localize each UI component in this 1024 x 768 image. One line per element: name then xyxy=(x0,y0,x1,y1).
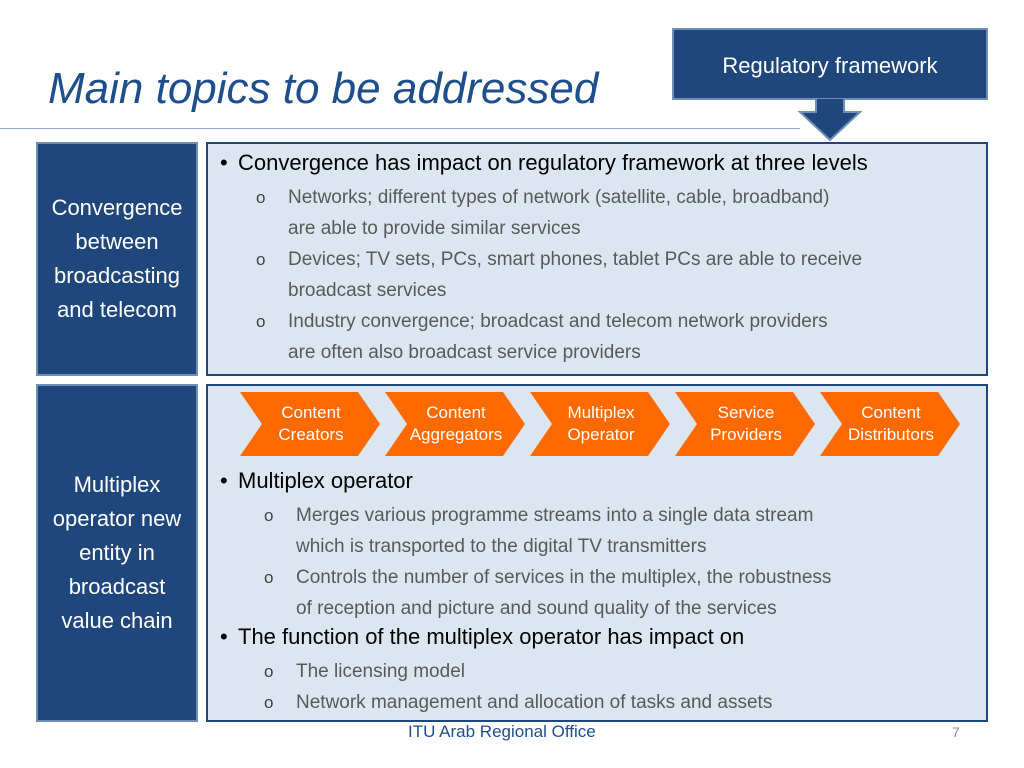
chevron-label-line: Providers xyxy=(710,425,782,444)
chevron-step: Service Providers xyxy=(675,392,815,456)
sub-bullet-marker: o xyxy=(264,693,274,712)
chevron-label-line: Content xyxy=(426,403,486,422)
sub-bullet-item: o Network management and allocation of t… xyxy=(264,687,773,718)
bullet-marker: • xyxy=(220,624,228,649)
chevron-label-line: Multiplex xyxy=(567,403,635,422)
sub-bullet-line: Networks; different types of network (sa… xyxy=(288,187,830,208)
sub-bullet-marker: o xyxy=(264,506,274,525)
convergence-content-panel: • Convergence has impact on regulatory f… xyxy=(206,142,988,376)
sub-bullet-line: of reception and picture and sound quali… xyxy=(296,598,777,619)
chevron-label-line: Service xyxy=(717,403,775,422)
sub-bullet-line: Devices; TV sets, PCs, smart phones, tab… xyxy=(288,249,863,270)
chevron-shape xyxy=(820,392,960,456)
footer-text: ITU Arab Regional Office xyxy=(408,722,596,741)
sub-bullet-marker: o xyxy=(256,188,266,207)
chevron-shape xyxy=(385,392,525,456)
chevron-step: Multiplex Operator xyxy=(530,392,670,456)
chevron-label-line: Aggregators xyxy=(409,425,503,444)
side-label-convergence: Convergence between broadcasting and tel… xyxy=(36,142,198,376)
chevron-label-line: Content xyxy=(861,403,921,422)
sub-bullet-item: o Controls the number of services in the… xyxy=(264,562,832,624)
sub-bullet-marker: o xyxy=(256,250,266,269)
value-chain-flow: Content Creators Content Aggregators Mul… xyxy=(240,392,960,456)
sub-bullet-marker: o xyxy=(264,568,274,587)
bullet-marker: • xyxy=(220,150,228,175)
title-divider xyxy=(0,128,800,129)
chevron-shape xyxy=(240,392,380,456)
sub-bullet-item: o Industry convergence; broadcast and te… xyxy=(256,306,828,368)
bullet-marker: • xyxy=(220,468,228,493)
sub-bullet-item: o The licensing model xyxy=(264,656,465,687)
sub-bullet-item: o Networks; different types of network (… xyxy=(256,182,830,244)
side-label-multiplex: Multiplex operator new entity in broadca… xyxy=(36,384,198,722)
sub-bullet-marker: o xyxy=(256,312,266,331)
chevron-label-line: Content xyxy=(281,403,341,422)
chevron-label: Content Aggregators xyxy=(389,402,523,446)
sub-bullet-marker: o xyxy=(264,662,274,681)
sub-bullet-item: o Devices; TV sets, PCs, smart phones, t… xyxy=(256,244,863,306)
chevron-label-line: Creators xyxy=(278,425,344,444)
sub-bullet-line: The licensing model xyxy=(296,661,465,682)
chevron-shape xyxy=(530,392,670,456)
down-arrow-icon xyxy=(798,98,862,142)
chevron-label-line: Distributors xyxy=(848,425,934,444)
side-label-text: Convergence between broadcasting and tel… xyxy=(51,195,183,322)
sub-bullet-item: o Merges various programme streams into … xyxy=(264,500,814,562)
bullet-text: The function of the multiplex operator h… xyxy=(238,624,745,649)
chevron-label: Content Creators xyxy=(244,402,378,446)
sub-bullet-line: Controls the number of services in the m… xyxy=(296,567,832,588)
sub-bullet-line: which is transported to the digital TV t… xyxy=(296,536,707,557)
chevron-label-line: Operator xyxy=(567,425,635,444)
chevron-label: Service Providers xyxy=(679,402,813,446)
bullet-text: Convergence has impact on regulatory fra… xyxy=(238,150,868,175)
chevron-label: Multiplex Operator xyxy=(534,402,668,446)
bullet-text: Multiplex operator xyxy=(238,468,413,493)
sub-bullet-line: broadcast services xyxy=(288,280,447,301)
multiplex-content-panel: Content Creators Content Aggregators Mul… xyxy=(206,384,988,722)
sub-bullet-line: are often also broadcast service provide… xyxy=(288,342,641,363)
regulatory-framework-box: Regulatory framework xyxy=(672,28,988,100)
chevron-step: Content Distributors xyxy=(820,392,960,456)
page-title: Main topics to be addressed xyxy=(48,64,599,113)
sub-bullet-line: are able to provide similar services xyxy=(288,218,581,239)
page-number: 7 xyxy=(952,724,960,740)
sub-bullet-line: Merges various programme streams into a … xyxy=(296,505,814,526)
chevron-shape xyxy=(675,392,815,456)
sub-bullet-line: Network management and allocation of tas… xyxy=(296,692,773,713)
chevron-step: Content Creators xyxy=(240,392,380,456)
chevron-label: Content Distributors xyxy=(824,402,958,446)
chevron-step: Content Aggregators xyxy=(385,392,525,456)
side-label-text: Multiplex operator new entity in broadca… xyxy=(52,472,182,633)
sub-bullet-line: Industry convergence; broadcast and tele… xyxy=(288,311,828,332)
